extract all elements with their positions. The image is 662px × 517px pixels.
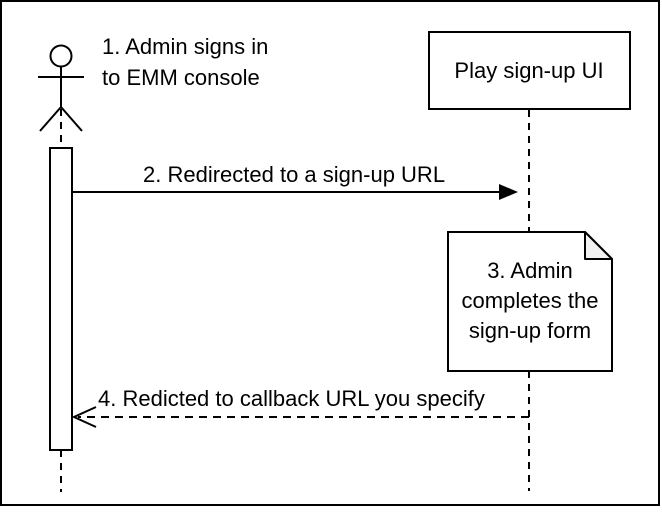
- note-label-line1: 3. Admin: [487, 258, 573, 283]
- callback-message-label: 4. Redicted to callback URL you specify: [98, 386, 485, 411]
- actor-activation-bar: [49, 147, 73, 451]
- redirect-arrowhead-icon: [499, 184, 518, 200]
- play-signup-ui-box: [428, 31, 631, 110]
- step1-label-line2: to EMM console: [102, 65, 260, 90]
- step1-label-line1: 1. Admin signs in: [102, 34, 268, 59]
- redirect-message-label: 2. Redirected to a sign-up URL: [143, 162, 445, 187]
- actor-left-leg: [39, 106, 62, 132]
- note-shape: [447, 231, 613, 372]
- note-label-line3: sign-up form: [469, 318, 591, 343]
- play-signup-ui-label: Play sign-up UI: [454, 58, 603, 83]
- note-label-line2: completes the: [462, 288, 599, 313]
- callback-open-arrowhead-icon: [71, 406, 97, 428]
- note-fold-icon: [584, 231, 613, 260]
- actor-right-leg: [60, 106, 83, 132]
- actor-icon: [38, 44, 84, 132]
